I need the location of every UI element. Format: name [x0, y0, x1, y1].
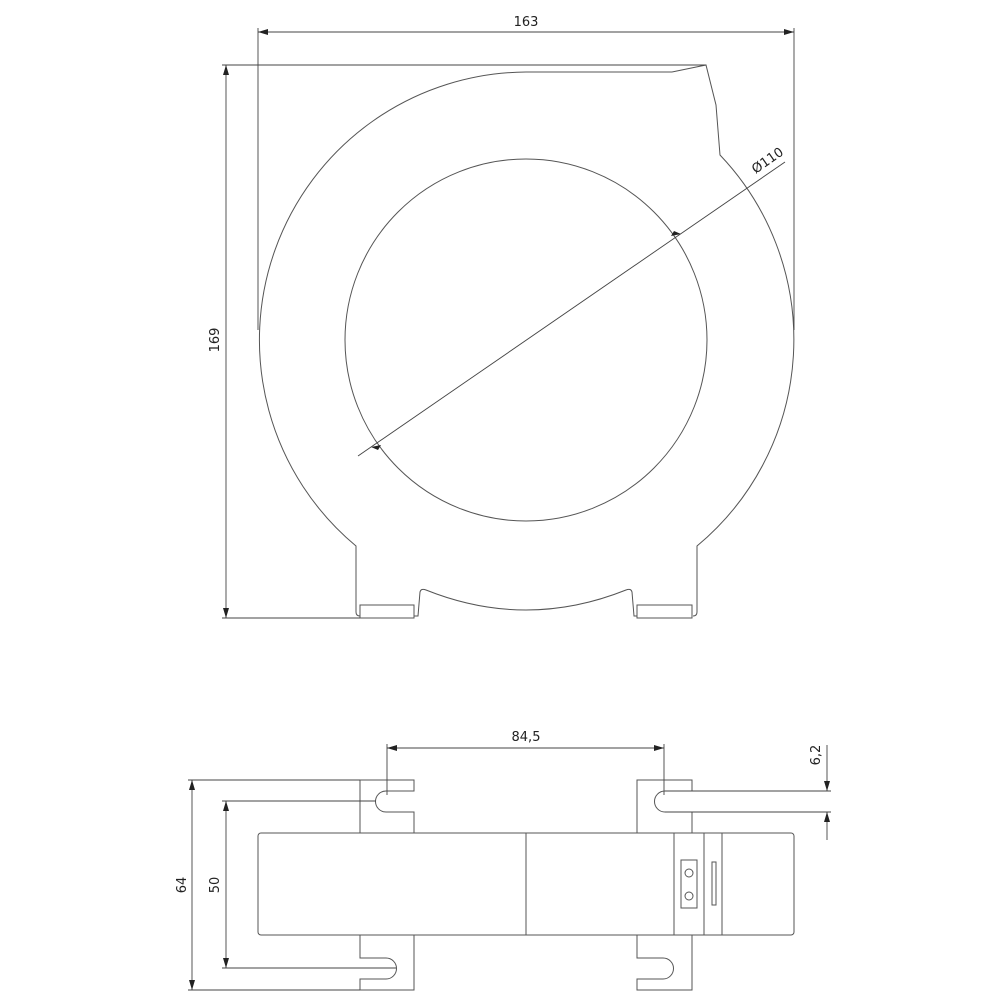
- mounting-foot-right: [636, 604, 693, 619]
- dimension-diameter-label: Ø110: [749, 145, 786, 177]
- side-view: 84,5 64 50 6,2: [175, 730, 831, 991]
- bracket-top-left: [359, 779, 415, 833]
- bracket-top-right: [636, 779, 693, 833]
- dimension-total-height-label: 64: [175, 877, 190, 894]
- terminal-screw-2: [684, 891, 694, 901]
- mounting-foot-left: [359, 604, 415, 619]
- bracket-bottom-right: [636, 935, 693, 991]
- dimension-slot-spacing-label: 50: [208, 877, 223, 894]
- dimension-mount-spacing-label: 84,5: [512, 730, 541, 745]
- base-cutout: [414, 588, 637, 617]
- top-view: 163 169 Ø110: [208, 15, 795, 619]
- inner-aperture: [344, 158, 708, 522]
- terminal-block: [680, 859, 698, 909]
- dimension-height-label: 169: [208, 328, 223, 353]
- label-slot: [711, 861, 717, 906]
- dimension-slot-width-label: 6,2: [809, 745, 824, 766]
- terminal-screw-1: [684, 868, 694, 878]
- dimension-width-label: 163: [514, 15, 539, 30]
- dimension-diameter-line: [357, 161, 786, 457]
- housing-outline: [258, 64, 795, 617]
- bracket-bottom-left: [359, 935, 415, 991]
